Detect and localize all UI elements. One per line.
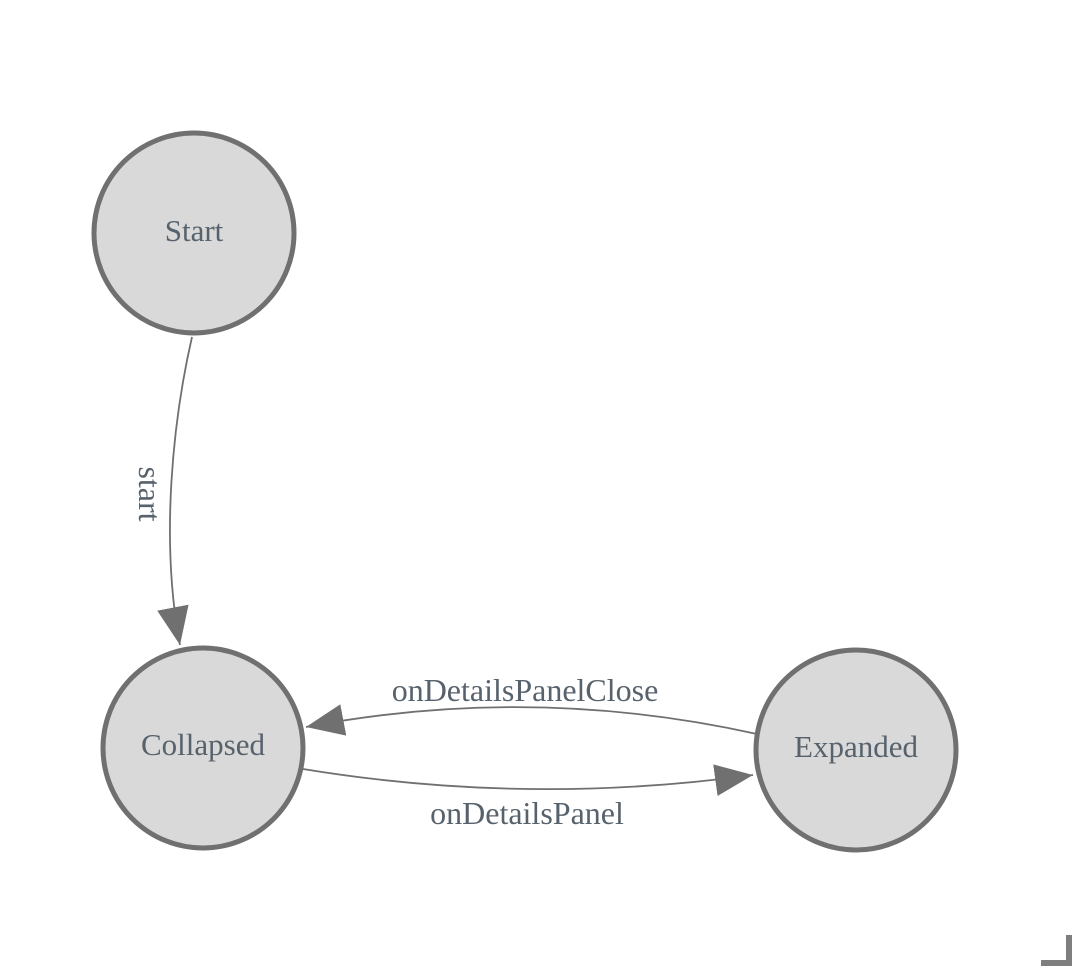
state-circle-start — [91, 130, 297, 336]
state-circle-expanded — [753, 647, 959, 853]
transition-ondetailspanelclose: onDetailsPanelClose — [305, 672, 758, 736]
corner-resize-handle[interactable] — [1041, 935, 1072, 966]
state-circle-collapsed — [100, 645, 306, 851]
transition-ondetailspanelclose-arrow — [305, 704, 758, 736]
state-node-collapsed: Collapsed — [100, 645, 306, 851]
state-node-start: Start — [91, 130, 297, 336]
transition-start-arrow — [157, 336, 193, 646]
transition-ondetailspanel-arrow — [302, 764, 754, 796]
transition-ondetailspanelclose-label: onDetailsPanelClose — [392, 672, 659, 708]
state-node-expanded: Expanded — [753, 647, 959, 853]
state-label-collapsed: Collapsed — [141, 727, 265, 762]
state-label-expanded: Expanded — [794, 729, 918, 764]
state-label-start: Start — [165, 213, 224, 248]
transition-start: start — [132, 336, 193, 646]
transition-ondetailspanel: onDetailsPanel — [302, 764, 754, 831]
transition-start-label: start — [132, 466, 168, 521]
transition-ondetailspanel-label: onDetailsPanel — [430, 795, 624, 831]
